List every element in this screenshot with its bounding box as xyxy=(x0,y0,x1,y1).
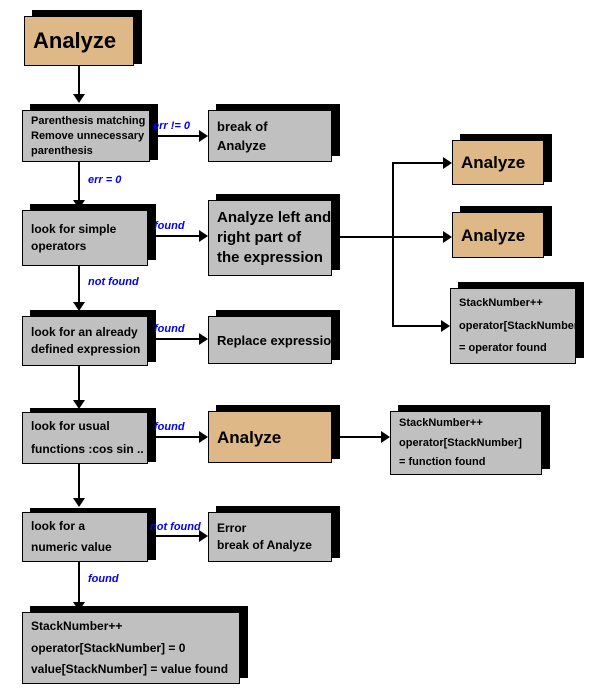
node-break-analyze-line2: Analyze xyxy=(217,138,267,153)
node-analyze-left-right-line3: the expression xyxy=(217,249,323,266)
edge-branch-to-analyze-mid xyxy=(392,236,444,238)
edge-label-found-numeric: found xyxy=(88,573,119,585)
edge-operators-to-analyze-lr xyxy=(148,235,200,237)
edge-numeric-to-error xyxy=(148,535,200,537)
node-stack-function[interactable]: StackNumber++ operator[StackNumber] = fu… xyxy=(390,411,542,475)
node-stack-function-line1: StackNumber++ xyxy=(399,417,483,430)
edge-analyze-lr-riser xyxy=(392,162,394,327)
edge-label-not-found-numeric: not found xyxy=(150,521,201,533)
node-analyze-left-right-line2: right part of xyxy=(217,229,302,246)
node-stack-value-line1: StackNumber++ xyxy=(31,618,123,633)
node-already-defined-line1: look for an already xyxy=(31,325,138,339)
edge-label-found-functions: found xyxy=(154,421,185,433)
edge-label-found-operators: found xyxy=(154,220,185,232)
edge-analyze-function-to-stack xyxy=(332,436,382,438)
edge-analyze-lr-trunk xyxy=(332,236,394,238)
node-analyze-left-right[interactable]: Analyze left and right part of the expre… xyxy=(208,200,332,276)
arrowhead-branch-to-analyze-top xyxy=(443,157,452,169)
edge-branch-to-stack-operator xyxy=(392,325,442,327)
edge-functions-to-analyze xyxy=(148,436,200,438)
node-stack-value[interactable]: StackNumber++ operator[StackNumber] = 0 … xyxy=(22,612,240,684)
node-stack-operator-line3: = operator found xyxy=(459,341,547,354)
node-stack-operator[interactable]: StackNumber++ operator[StackNumber] = op… xyxy=(450,288,582,364)
arrowhead-branch-to-stack-operator xyxy=(441,320,450,332)
arrowhead-branch-to-analyze-mid xyxy=(443,231,452,243)
node-analyze-right-mid-label: Analyze xyxy=(461,225,526,245)
arrowhead-defined-to-functions xyxy=(73,400,85,409)
node-stack-function-line2: operator[StackNumber] xyxy=(399,436,522,449)
node-stack-operator-line2: operator[StackNumber] xyxy=(459,319,582,332)
node-start-analyze[interactable]: Analyze xyxy=(24,16,134,66)
arrowhead-functions-to-analyze xyxy=(199,431,208,443)
node-numeric-value-line1: look for a xyxy=(31,518,86,533)
edge-parenthesis-to-operators xyxy=(78,162,80,204)
edge-operators-to-defined xyxy=(78,266,80,306)
arrowhead-functions-to-numeric xyxy=(73,498,85,507)
node-analyze-right-top[interactable]: Analyze xyxy=(452,140,544,185)
node-analyze-function-label: Analyze xyxy=(217,427,282,447)
edge-numeric-to-stack-value xyxy=(78,562,80,606)
node-analyze-function[interactable]: Analyze xyxy=(208,411,332,463)
node-already-defined-line2: defined expression xyxy=(31,342,141,356)
node-stack-operator-line1: StackNumber++ xyxy=(459,297,543,310)
edge-parenthesis-to-break xyxy=(150,135,200,137)
node-usual-functions-line2: functions :cos sin .. xyxy=(31,441,144,456)
node-usual-functions-line1: look for usual xyxy=(31,419,110,434)
node-replace-expression[interactable]: Replace expression xyxy=(208,316,340,364)
node-simple-operators[interactable]: look for simple operators xyxy=(22,210,148,266)
edge-branch-to-analyze-top xyxy=(392,162,444,164)
node-break-analyze[interactable]: break of Analyze xyxy=(208,110,332,162)
edge-label-err-eq-0: err = 0 xyxy=(88,174,122,186)
edge-start-to-parenthesis xyxy=(78,66,80,96)
node-numeric-value[interactable]: look for a numeric value xyxy=(22,512,148,562)
edge-functions-to-numeric xyxy=(78,464,80,502)
node-stack-function-line3: = function found xyxy=(399,455,486,468)
arrowhead-analyze-function-to-stack xyxy=(381,431,390,443)
node-replace-expression-label: Replace expression xyxy=(217,332,340,348)
arrowhead-defined-to-replace xyxy=(199,333,208,345)
node-simple-operators-line2: operators xyxy=(31,239,87,253)
edge-defined-to-replace xyxy=(148,338,200,340)
node-usual-functions[interactable]: look for usual functions :cos sin .. xyxy=(22,412,148,464)
node-parenthesis-line1: Parenthesis matching xyxy=(31,114,146,127)
node-error-break-line1: Error xyxy=(217,521,247,535)
node-parenthesis[interactable]: Parenthesis matching Remove unnecessary … xyxy=(22,110,150,162)
arrowhead-numeric-to-error xyxy=(199,530,208,542)
node-error-break[interactable]: Error break of Analyze xyxy=(208,512,332,562)
node-error-break-line2: break of Analyze xyxy=(217,538,312,552)
arrowhead-parenthesis-to-break xyxy=(199,130,208,142)
node-numeric-value-line2: numeric value xyxy=(31,540,112,555)
node-parenthesis-line3: parenthesis xyxy=(31,144,93,157)
node-start-analyze-label: Analyze xyxy=(33,28,117,53)
node-analyze-right-top-label: Analyze xyxy=(461,153,526,172)
node-analyze-right-mid[interactable]: Analyze xyxy=(452,212,544,258)
node-already-defined[interactable]: look for an already defined expression xyxy=(22,316,148,366)
edge-defined-to-functions xyxy=(78,366,80,404)
node-stack-value-line2: operator[StackNumber] = 0 xyxy=(31,640,186,655)
node-analyze-left-right-line1: Analyze left and xyxy=(217,209,332,226)
edge-label-not-found-operators: not found xyxy=(88,276,139,288)
node-break-analyze-line1: break of xyxy=(217,119,268,134)
node-parenthesis-line2: Remove unnecessary xyxy=(31,129,145,142)
edge-label-found-defined: found xyxy=(154,323,185,335)
node-simple-operators-line1: look for simple xyxy=(31,222,117,236)
node-stack-value-line3: value[StackNumber] = value found xyxy=(31,662,229,677)
edge-label-err-ne-0: err != 0 xyxy=(153,120,190,132)
arrowhead-start-to-parenthesis xyxy=(73,94,85,103)
arrowhead-operators-to-analyze-lr xyxy=(199,230,208,242)
arrowhead-operators-to-defined xyxy=(73,302,85,311)
